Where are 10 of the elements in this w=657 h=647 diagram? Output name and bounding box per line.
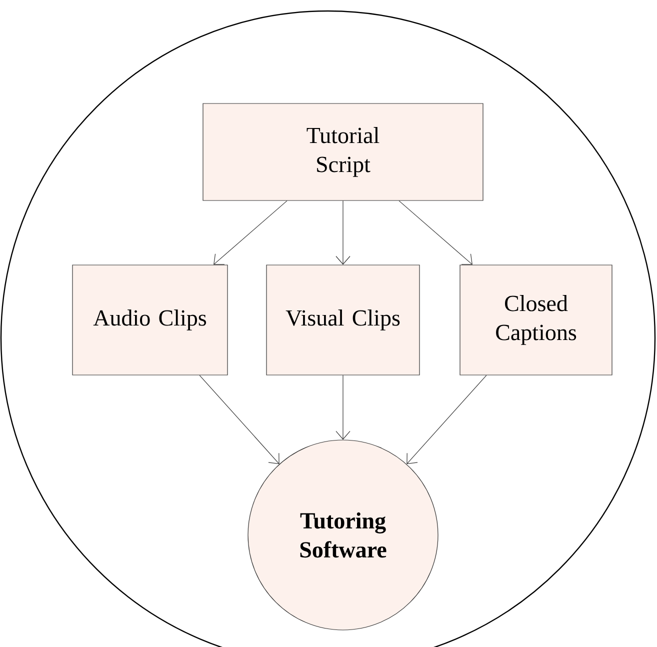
- process-box: Audio Clips: [72, 264, 228, 376]
- arrow: [398, 200, 472, 265]
- arrow: [214, 200, 288, 265]
- arrow: [406, 375, 487, 464]
- arrow: [199, 375, 280, 464]
- process-box: Closed Captions: [460, 264, 612, 376]
- process-box: Tutorial Script: [202, 103, 484, 201]
- arrow: [336, 375, 350, 440]
- process-box: Visual Clips: [266, 264, 420, 376]
- arrow: [336, 200, 350, 265]
